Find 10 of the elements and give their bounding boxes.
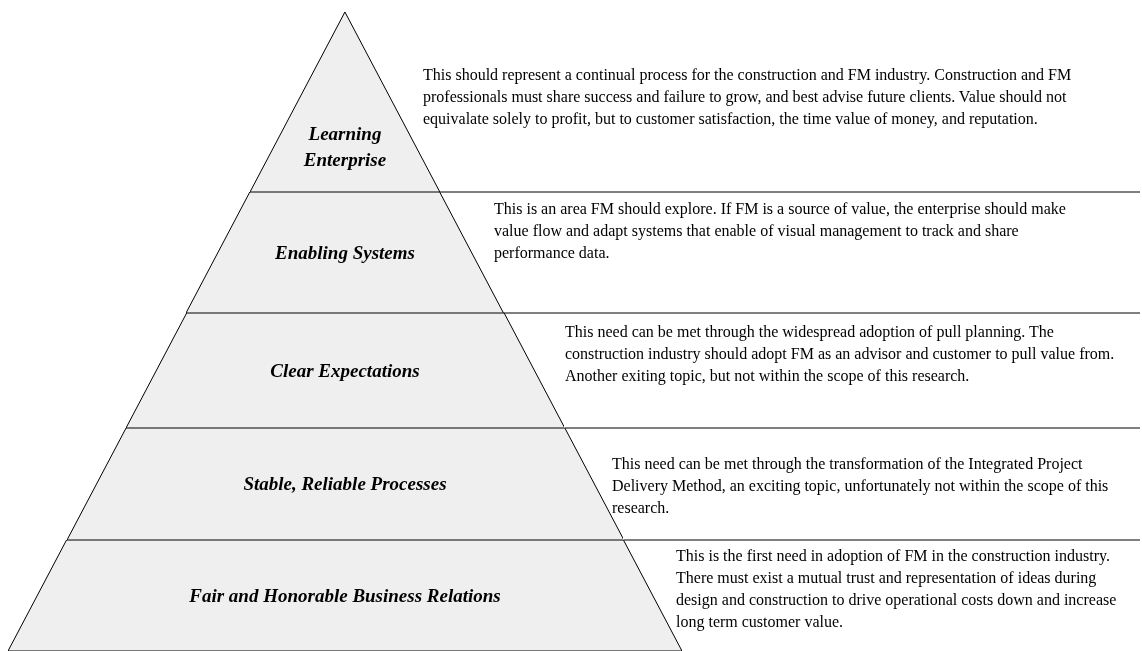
level-description: This need can be met through the transformation of the Integrated Project Delivery Method, an exciting topic, unfortunately not within the scope of this research. (612, 454, 1110, 518)
level-title: Stable, Reliable Processes (243, 472, 447, 496)
level-title: Enabling Systems (275, 240, 415, 265)
level-description: This should represent a continual process for the construction and FM industry. Construction and FM professionals must share success and failure to grow, and best advise future clients. Value should not equivalate solely to profit, but to customer satisfaction, the time value of money, and reputation. (423, 65, 1073, 130)
level-title: Clear Expectations (270, 358, 420, 383)
level-description: This is the first need in adoption of FM in the construction industry. There must exist a mutual trust and representation of ideas during design and construction to drive operational costs down and increase long term customer value. (676, 546, 1118, 633)
level-title: Fair and Honorable Business Relations (189, 583, 501, 608)
level-title: Learning Enterprise (302, 122, 388, 172)
level-description: This need can be met through the widespread adoption of pull planning. The construction industry should adopt FM as an advisor and customer to pull value from. Another exiting topic, but not within the scope of this research. (565, 322, 1116, 387)
level-description: This is an area FM should explore. If FM is a source of value, the enterprise should make value flow and adapt systems that enable of visual management to track and share performance data. (494, 199, 1067, 264)
